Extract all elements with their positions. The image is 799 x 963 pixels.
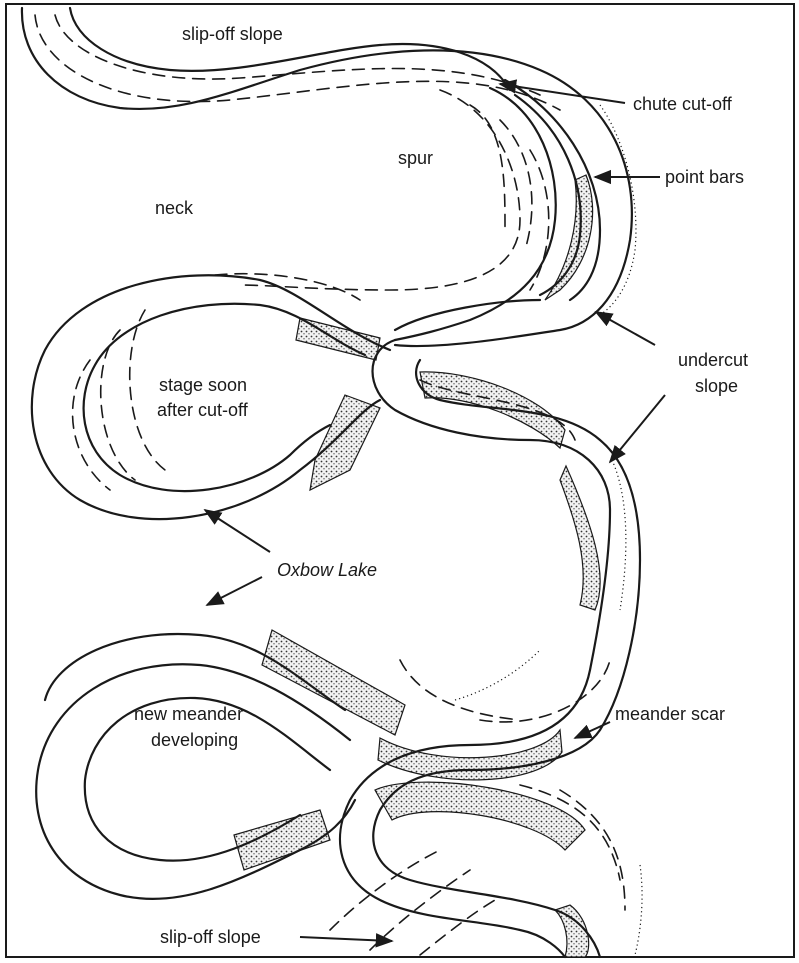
- oxbow-arrow-up: [205, 510, 270, 552]
- undercut-arrow-1: [596, 312, 655, 345]
- label-after-cut-off: after cut-off: [157, 400, 249, 420]
- label-point-bars: point bars: [665, 167, 744, 187]
- label-spur: spur: [398, 148, 433, 168]
- oxbow-arrow-down: [207, 577, 262, 605]
- slip-off-bottom-arrow: [300, 937, 392, 941]
- label-undercut: undercut: [678, 350, 748, 370]
- annotation-arrows: [205, 84, 665, 941]
- label-meander-scar: meander scar: [615, 704, 725, 724]
- label-slip-off-slope-bottom: slip-off slope: [160, 927, 261, 947]
- label-oxbow-lake: Oxbow Lake: [277, 560, 377, 580]
- label-stage-soon: stage soon: [159, 375, 247, 395]
- label-developing: developing: [151, 730, 238, 750]
- label-new-meander: new meander: [134, 704, 243, 724]
- label-slip-off-slope-top: slip-off slope: [182, 24, 283, 44]
- undercut-arrow-2: [610, 395, 665, 462]
- meander-scar-arrow: [575, 722, 610, 738]
- label-neck: neck: [155, 198, 194, 218]
- label-slope: slope: [695, 376, 738, 396]
- label-chute-cut-off: chute cut-off: [633, 94, 733, 114]
